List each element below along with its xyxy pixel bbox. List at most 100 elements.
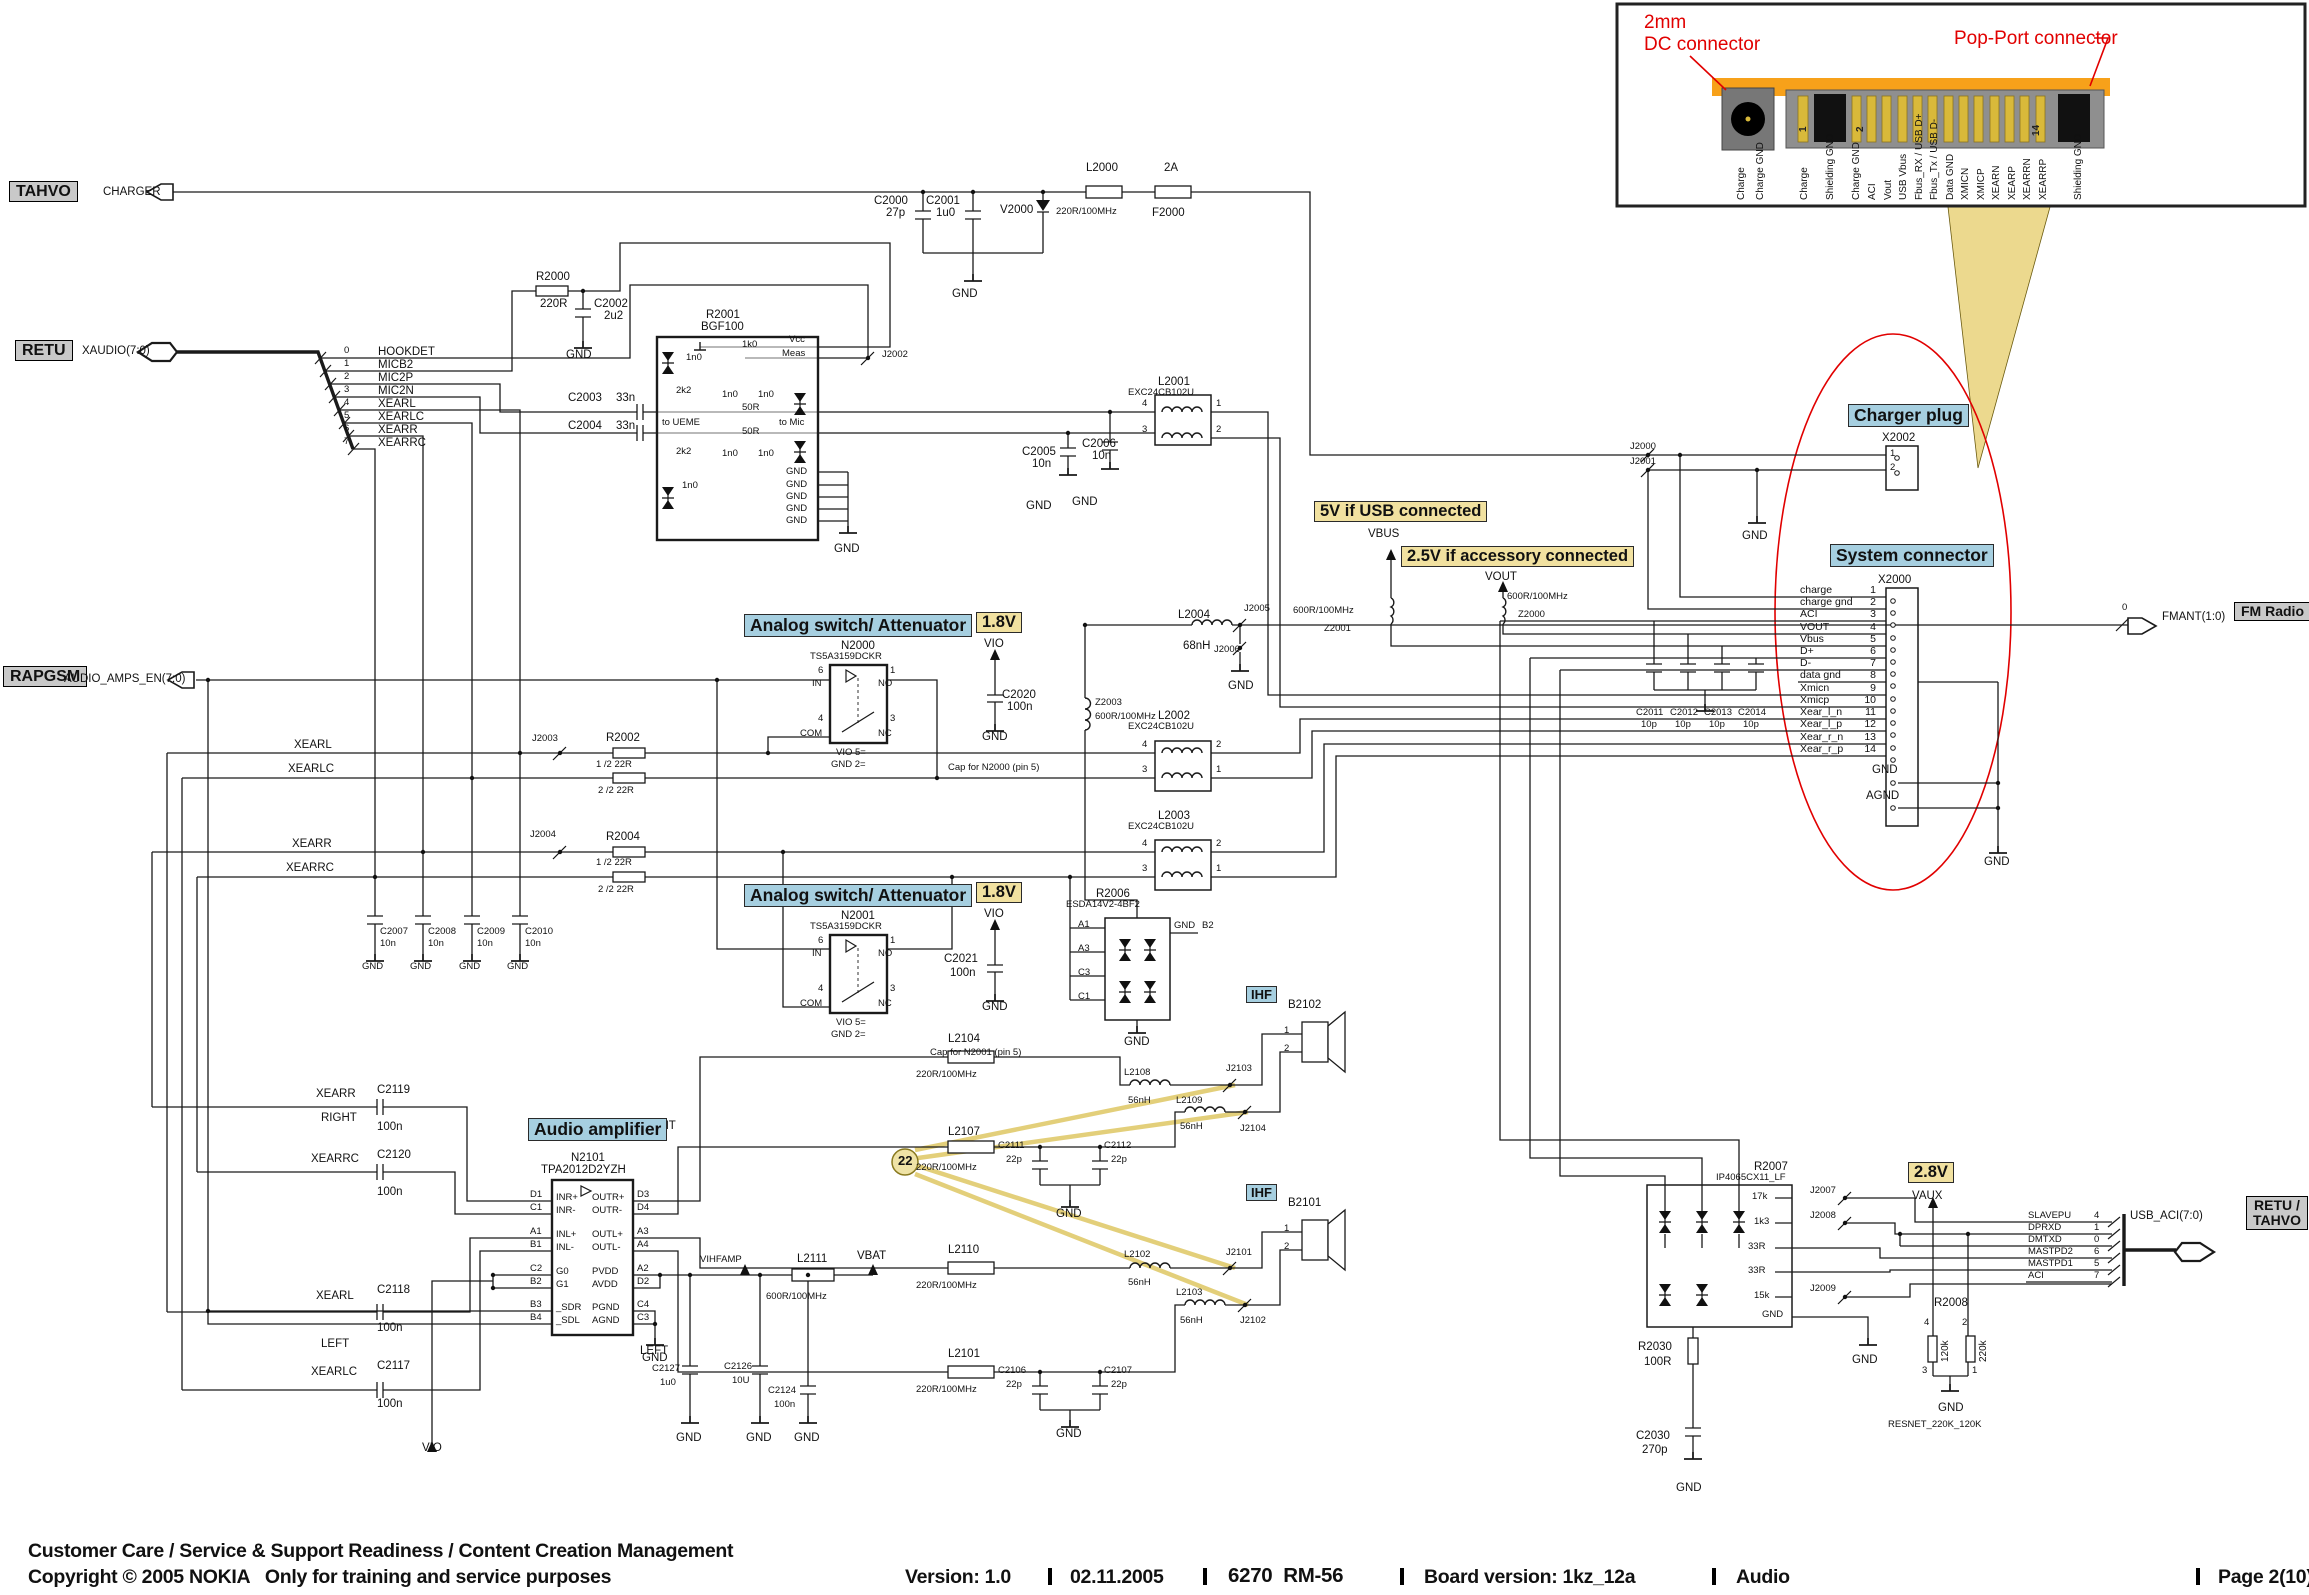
- component-label: XEARL: [294, 739, 332, 751]
- usb-aci-signal: DMTXD: [2028, 1234, 2062, 1245]
- popport-pin-label: USB Vbus: [1898, 153, 1909, 200]
- component-label: 220R/100MHz: [916, 1069, 977, 1080]
- component-label: VIO 5=: [836, 747, 866, 758]
- footer-line2: Copyright © 2005 NOKIA Only for training…: [28, 1566, 612, 1588]
- component-label: 1 /2 22R: [596, 759, 632, 770]
- component-label: Vcc: [789, 334, 805, 345]
- footer-separator: [1048, 1568, 1052, 1585]
- note-1v8-b: 1.8V: [976, 882, 1022, 903]
- component-label: GND: [566, 349, 592, 361]
- component-label: C2012: [1670, 707, 1698, 718]
- amp-pin-ball: C2: [530, 1263, 543, 1274]
- component-label: 17k: [1752, 1191, 1768, 1202]
- note-1v8-a: 1.8V: [976, 612, 1022, 633]
- xaudio-signal: MIC2P: [378, 372, 414, 384]
- xaudio-bit: 4: [344, 397, 350, 408]
- component-label: GND: [834, 543, 860, 555]
- xaudio-signal: XEARRC: [378, 437, 426, 449]
- amp-pin-ball: A3: [637, 1226, 649, 1237]
- component-label: 10n: [1032, 458, 1052, 470]
- component-label: 4: [1142, 398, 1148, 409]
- component-label: L2104: [948, 1033, 980, 1045]
- component-label: GND: [1174, 920, 1196, 931]
- sysconn-pin-name: charge gnd: [1800, 596, 1853, 608]
- component-label: GND: [786, 503, 808, 514]
- component-label: J2001: [1630, 456, 1656, 467]
- component-label: VIO: [422, 1442, 442, 1454]
- popport-pin-label: XEARP: [2007, 166, 2018, 200]
- component-label: 1 /2 22R: [596, 857, 632, 868]
- component-label: 2k2: [676, 446, 692, 457]
- component-label: 600R/100MHz: [766, 1291, 827, 1302]
- amp-pin-name: INL-: [556, 1242, 574, 1253]
- component-label: R2006: [1096, 888, 1130, 900]
- section-ihf-2: IHF: [1246, 1184, 1277, 1201]
- section-audio-amplifier: Audio amplifier: [528, 1118, 668, 1141]
- component-label: J2000: [1630, 441, 1656, 452]
- component-label: 22p: [1111, 1154, 1127, 1165]
- component-label: 33R: [1748, 1241, 1766, 1252]
- amp-pin-ball: B1: [530, 1239, 542, 1250]
- xaudio-bit: 1: [344, 358, 350, 369]
- component-label: 220k: [1978, 1340, 1989, 1362]
- note-22-circle: [891, 1148, 919, 1176]
- popport-pin-label: XMICP: [1976, 168, 1987, 200]
- component-label: GND: [1676, 1482, 1702, 1494]
- popport-pin-label: XEARRN: [2022, 158, 2033, 200]
- xaudio-signal: XEARR: [378, 424, 418, 436]
- component-label: Meas: [782, 348, 806, 359]
- switch-pin-no: NO: [878, 948, 893, 959]
- component-label: 10n: [428, 938, 444, 949]
- switch-pin-in: IN: [812, 948, 822, 959]
- component-label: C2011: [1636, 707, 1664, 718]
- xaudio-signal: MIC2N: [378, 385, 414, 397]
- component-label: 22: [898, 1153, 913, 1168]
- component-label: GND: [746, 1432, 772, 1444]
- component-label: 2: [1216, 424, 1222, 435]
- xaudio-bit: 0: [344, 345, 350, 356]
- usb-aci-bit: 4: [2094, 1210, 2100, 1221]
- xaudio-bit: 7: [344, 436, 350, 447]
- switch-pin-in_n: 6: [818, 665, 824, 676]
- usb-aci-signal: MASTPD1: [2028, 1258, 2073, 1269]
- usb-aci-bit: 7: [2094, 1270, 2100, 1281]
- component-label: GND: [1056, 1208, 1082, 1220]
- xaudio-signal: MICB2: [378, 359, 414, 371]
- port-charger: CHARGER: [103, 186, 161, 198]
- component-label: GND: [1056, 1428, 1082, 1440]
- component-label: C2008: [428, 926, 456, 937]
- footer-section: Audio: [1736, 1566, 1790, 1588]
- dc-pin-label: Charge GND: [1755, 142, 1766, 200]
- component-label: to UEME: [662, 417, 701, 428]
- component-label: VAUX: [1912, 1190, 1943, 1202]
- component-label: N2001: [841, 910, 875, 922]
- xaudio-bit: 2: [344, 371, 350, 382]
- dc-pin-label: Charge: [1736, 167, 1747, 200]
- popport-pin-label: Data GND: [1945, 153, 1956, 200]
- usb-aci-signal: DPRXD: [2028, 1222, 2062, 1233]
- component-label: C2021: [944, 953, 978, 965]
- component-label: TPA2012D2YZH: [541, 1164, 626, 1176]
- component-label: L2108: [1124, 1067, 1151, 1078]
- popport-pin-label: Charge: [1799, 167, 1810, 200]
- sysconn-pin-name: D-: [1800, 657, 1812, 669]
- component-label: J2104: [1240, 1123, 1266, 1134]
- component-label: GND: [1938, 1402, 1964, 1414]
- component-label: 33n: [616, 420, 636, 432]
- component-label: 1n0: [682, 480, 698, 491]
- component-label: C2004: [568, 420, 602, 432]
- component-label: 33n: [616, 392, 636, 404]
- component-label: R2007: [1754, 1161, 1788, 1173]
- component-label: L2002: [1158, 710, 1190, 722]
- switch-pin-nc: NC: [878, 728, 892, 739]
- component-label: J2003: [532, 733, 558, 744]
- component-label: XEARRC: [311, 1153, 359, 1165]
- component-label: IP4065CX11_LF: [1716, 1172, 1786, 1183]
- component-label: VIHFAMP: [700, 1254, 742, 1265]
- component-label: 100n: [1007, 701, 1033, 713]
- component-label: C2112: [1104, 1140, 1132, 1151]
- component-label: R2004: [606, 831, 640, 843]
- component-label: B2102: [1288, 999, 1322, 1011]
- component-label: A1: [1078, 919, 1090, 930]
